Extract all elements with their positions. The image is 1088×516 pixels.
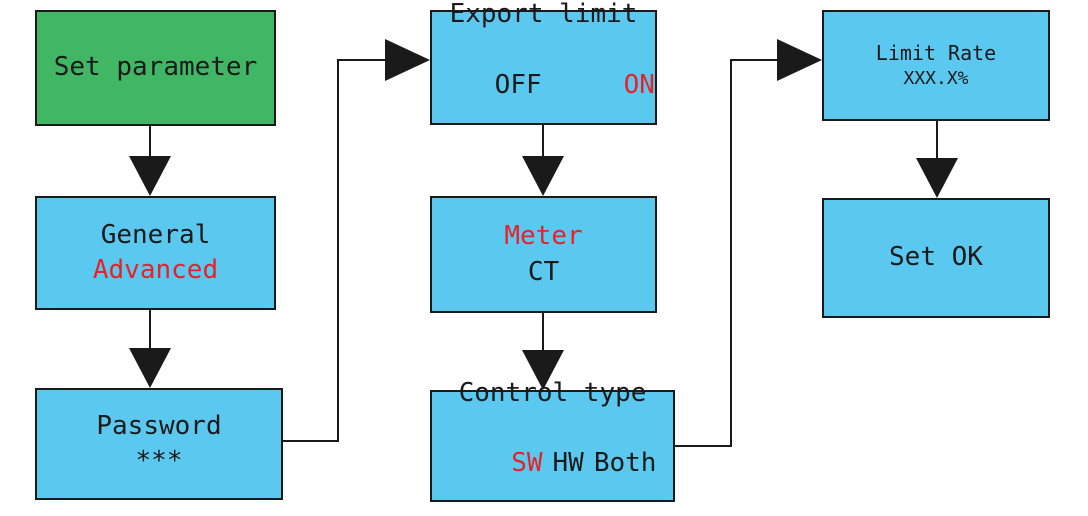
- export-limit-label: Export limit: [449, 0, 638, 30]
- arrowhead-down-icon: [129, 156, 171, 196]
- control-type-both-option: Both: [593, 448, 657, 478]
- node-export-limit: Export limit OFF ON: [430, 0, 657, 125]
- password-label: Password: [96, 410, 222, 441]
- control-type-sw-option-selected: SW: [511, 448, 543, 478]
- node-general-advanced: General Advanced: [35, 196, 276, 310]
- node-password: Password ***: [35, 388, 283, 500]
- node-limit-rate: Limit Rate XXX.X%: [822, 10, 1050, 121]
- control-type-label: Control type: [458, 377, 647, 408]
- node-meter-ct: Meter CT: [430, 196, 657, 313]
- arrowhead-down-icon: [522, 156, 564, 196]
- export-limit-on-option-selected: ON: [623, 69, 655, 100]
- connector-password-to-export-limit: [283, 59, 385, 442]
- arrowhead-down-icon: [129, 348, 171, 388]
- limit-rate-label: Limit Rate: [875, 40, 997, 65]
- connector-control-type-to-limit-rate: [675, 59, 777, 447]
- node-set-ok: Set OK: [822, 198, 1050, 318]
- arrowhead-down-icon: [916, 158, 958, 198]
- set-ok-label: Set OK: [889, 242, 983, 273]
- set-parameter-label: Set parameter: [53, 52, 258, 83]
- export-limit-off-option: OFF: [494, 69, 542, 100]
- password-value: ***: [135, 446, 183, 476]
- limit-rate-value: XXX.X%: [903, 67, 969, 89]
- node-set-parameter: Set parameter: [35, 10, 276, 126]
- arrowhead-down-icon: [522, 350, 564, 390]
- advanced-option-selected: Advanced: [92, 255, 219, 285]
- node-control-type: Control type SW HW Both: [430, 378, 675, 502]
- control-type-options: SW HW Both: [449, 411, 657, 516]
- export-limit-options: OFF ON: [432, 32, 655, 137]
- general-option: General: [100, 219, 211, 250]
- ct-option: CT: [527, 256, 560, 287]
- meter-option-selected: Meter: [504, 221, 583, 252]
- control-type-hw-option: HW: [552, 448, 584, 478]
- arrowhead-right-icon: [385, 39, 430, 81]
- arrowhead-right-icon: [777, 39, 822, 81]
